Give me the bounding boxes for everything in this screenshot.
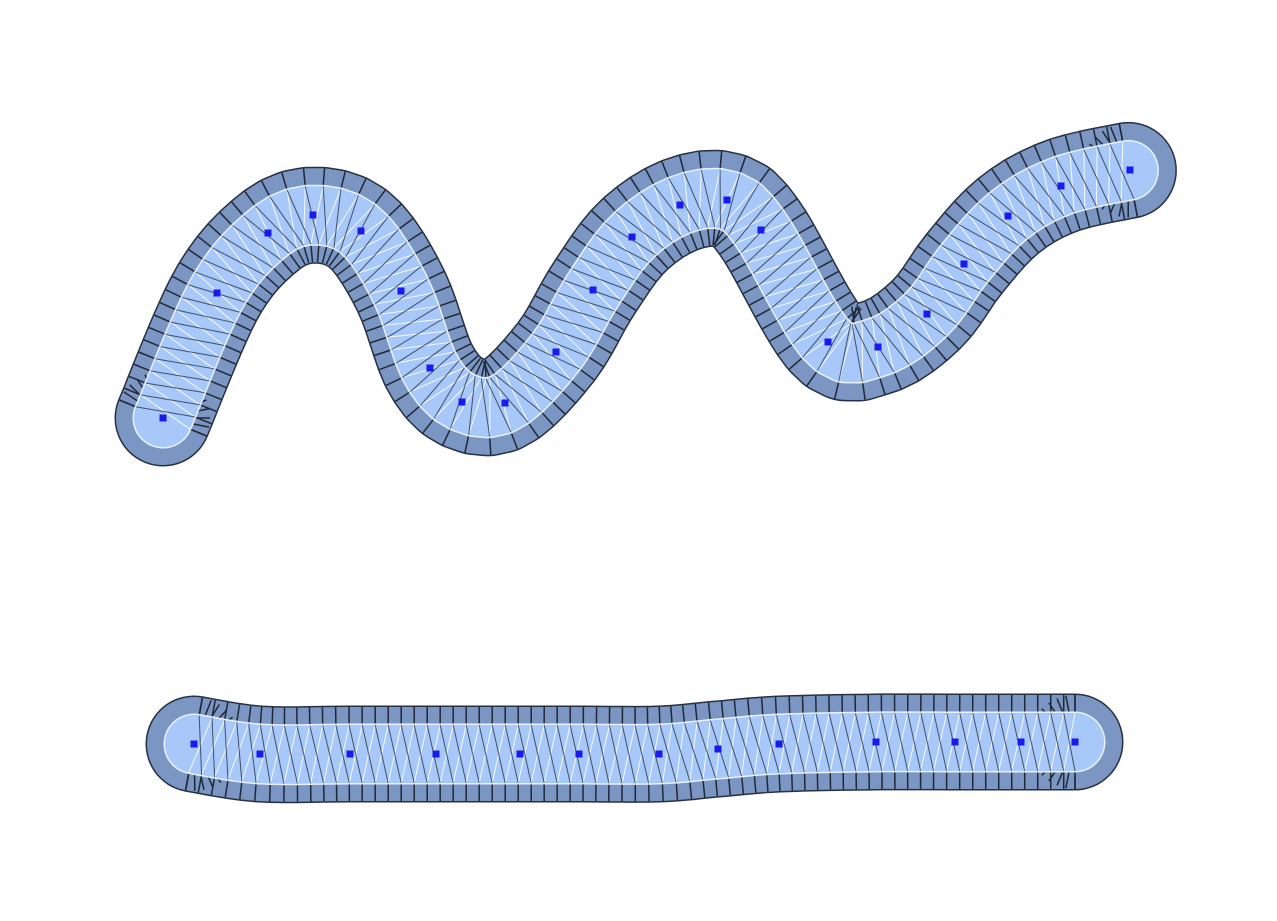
control-point xyxy=(923,310,931,318)
inner-triangulation-dark xyxy=(136,144,1135,437)
control-point xyxy=(1017,738,1025,746)
control-point xyxy=(190,740,198,748)
control-point xyxy=(655,750,663,758)
control-point xyxy=(357,227,365,235)
control-point xyxy=(1004,212,1012,220)
control-point xyxy=(1057,182,1065,190)
control-points xyxy=(190,738,1079,758)
control-point xyxy=(397,287,405,295)
inner-triangulation-dark xyxy=(198,712,1076,784)
control-point xyxy=(1126,166,1134,174)
wavy-stroke xyxy=(114,121,1177,467)
control-point xyxy=(213,289,221,297)
control-point xyxy=(714,745,722,753)
control-point xyxy=(575,750,583,758)
control-point xyxy=(426,364,434,372)
control-point xyxy=(960,260,968,268)
control-point xyxy=(346,750,354,758)
control-point xyxy=(501,399,509,407)
control-points xyxy=(159,166,1134,422)
flat-stroke xyxy=(145,693,1124,804)
control-point xyxy=(264,229,272,237)
control-point xyxy=(723,196,731,204)
control-point xyxy=(628,233,636,241)
control-point xyxy=(872,738,880,746)
control-point xyxy=(159,414,167,422)
control-point xyxy=(458,398,466,406)
inner-band xyxy=(165,712,1104,784)
control-point xyxy=(824,338,832,346)
control-point xyxy=(775,740,783,748)
control-point xyxy=(432,750,440,758)
outer-ribs xyxy=(119,124,1139,455)
control-point xyxy=(1071,738,1079,746)
control-point xyxy=(676,201,684,209)
control-point xyxy=(757,226,765,234)
inner-band xyxy=(134,141,1158,447)
control-point xyxy=(589,286,597,294)
control-point xyxy=(874,343,882,351)
control-point xyxy=(552,348,560,356)
control-point xyxy=(951,738,959,746)
control-point xyxy=(516,750,524,758)
control-point xyxy=(309,211,317,219)
control-point xyxy=(256,750,264,758)
